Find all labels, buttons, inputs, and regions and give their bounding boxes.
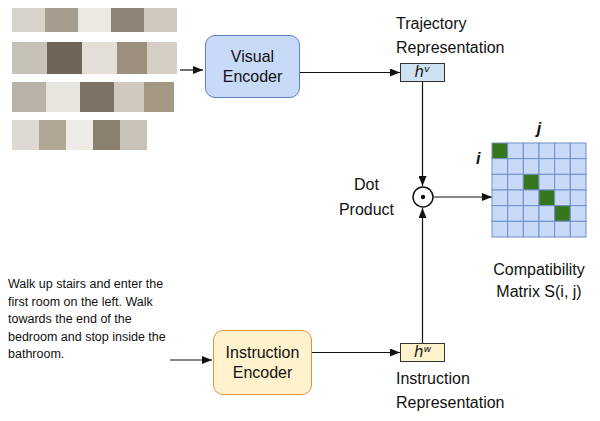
matrix-cell	[523, 159, 539, 175]
image-panel	[144, 8, 177, 32]
input-arrow	[180, 69, 203, 70]
image-panel	[47, 42, 82, 74]
matrix-cell	[570, 143, 586, 159]
representation-label: Trajectory Representation	[396, 12, 526, 60]
image-panel	[12, 120, 39, 150]
vector-symbol: hᵛ	[415, 64, 431, 81]
image-panel	[12, 8, 45, 32]
matrix-cell	[492, 221, 508, 237]
matrix-cell	[492, 206, 508, 222]
representation-label: Instruction Representation	[396, 367, 526, 415]
matrix-cell	[508, 143, 524, 159]
image-panel	[120, 120, 147, 150]
compatibility-matrix: jiCompatibility Matrix S(i, j)	[492, 143, 586, 237]
image-panel	[114, 82, 144, 112]
connector-arrow	[300, 72, 400, 73]
image-panel	[117, 42, 147, 74]
encoder-box: Instruction Encoder	[213, 330, 312, 395]
matrix-cell	[539, 159, 555, 175]
matrix-cell	[570, 159, 586, 175]
axis-label: j	[537, 119, 541, 139]
operation-label: Dot Product	[332, 172, 402, 222]
matrix-cell	[539, 174, 555, 190]
instruction-text: Walk up stairs and enter the first room …	[8, 276, 166, 364]
matrix-cell	[570, 221, 586, 237]
encoder-label: Instruction Encoder	[220, 343, 305, 383]
matrix-cell	[523, 174, 539, 190]
input-arrow	[170, 359, 212, 360]
dot-symbol	[420, 195, 424, 199]
matrix-cell	[570, 190, 586, 206]
image-panel	[82, 42, 117, 74]
circle-outline	[413, 187, 433, 207]
image-strip	[12, 120, 147, 150]
image-panel	[45, 8, 78, 32]
matrix-cell	[539, 206, 555, 222]
matrix-cell	[555, 206, 571, 222]
image-strip	[12, 42, 177, 74]
matrix-cell	[523, 190, 539, 206]
matrix-cell	[492, 159, 508, 175]
matrix-cell	[492, 174, 508, 190]
connector-arrow	[312, 352, 400, 353]
image-panel	[144, 82, 174, 112]
image-panel	[66, 120, 93, 150]
image-panel	[12, 82, 46, 112]
dot-product-circle: Dot Product	[412, 186, 434, 208]
matrix-cell	[570, 206, 586, 222]
image-panel	[93, 120, 120, 150]
connector-arrow	[434, 196, 493, 197]
matrix-cell	[555, 190, 571, 206]
encoder-label: Visual Encoder	[212, 47, 293, 87]
connector-arrow	[422, 82, 423, 186]
image-strip	[12, 8, 177, 32]
matrix-cell	[508, 190, 524, 206]
image-panel	[78, 8, 111, 32]
image-strip	[12, 82, 174, 112]
encoder-box: Visual Encoder	[205, 35, 300, 98]
matrix-cell	[555, 174, 571, 190]
matrix-cell	[555, 221, 571, 237]
image-panel	[12, 42, 47, 74]
grid-shape	[492, 143, 586, 237]
matrix-cell	[555, 143, 571, 159]
matrix-cell	[492, 143, 508, 159]
image-panel	[39, 120, 66, 150]
matrix-cell	[539, 190, 555, 206]
axis-label: i	[476, 149, 480, 169]
image-panel	[80, 82, 114, 112]
matrix-cell	[508, 174, 524, 190]
matrix-cell	[539, 143, 555, 159]
matrix-cell	[539, 221, 555, 237]
connector-arrow	[422, 208, 423, 343]
matrix-cell	[523, 221, 539, 237]
image-panel	[46, 82, 80, 112]
matrix-cell	[570, 174, 586, 190]
representation-box: Trajectory Representationhᵛ	[400, 63, 445, 82]
circle-shape	[412, 186, 434, 208]
matrix-cell	[523, 143, 539, 159]
image-panel	[111, 8, 144, 32]
representation-box: hʷInstruction Representation	[400, 343, 445, 362]
matrix-cell	[508, 159, 524, 175]
matrix-cell	[555, 159, 571, 175]
matrix-cell	[523, 206, 539, 222]
matrix-cell	[508, 206, 524, 222]
matrix-cell	[492, 190, 508, 206]
matrix-caption: Compatibility Matrix S(i, j)	[479, 259, 599, 303]
matrix-cell	[508, 221, 524, 237]
vector-symbol: hʷ	[414, 344, 431, 361]
image-panel	[147, 42, 177, 74]
